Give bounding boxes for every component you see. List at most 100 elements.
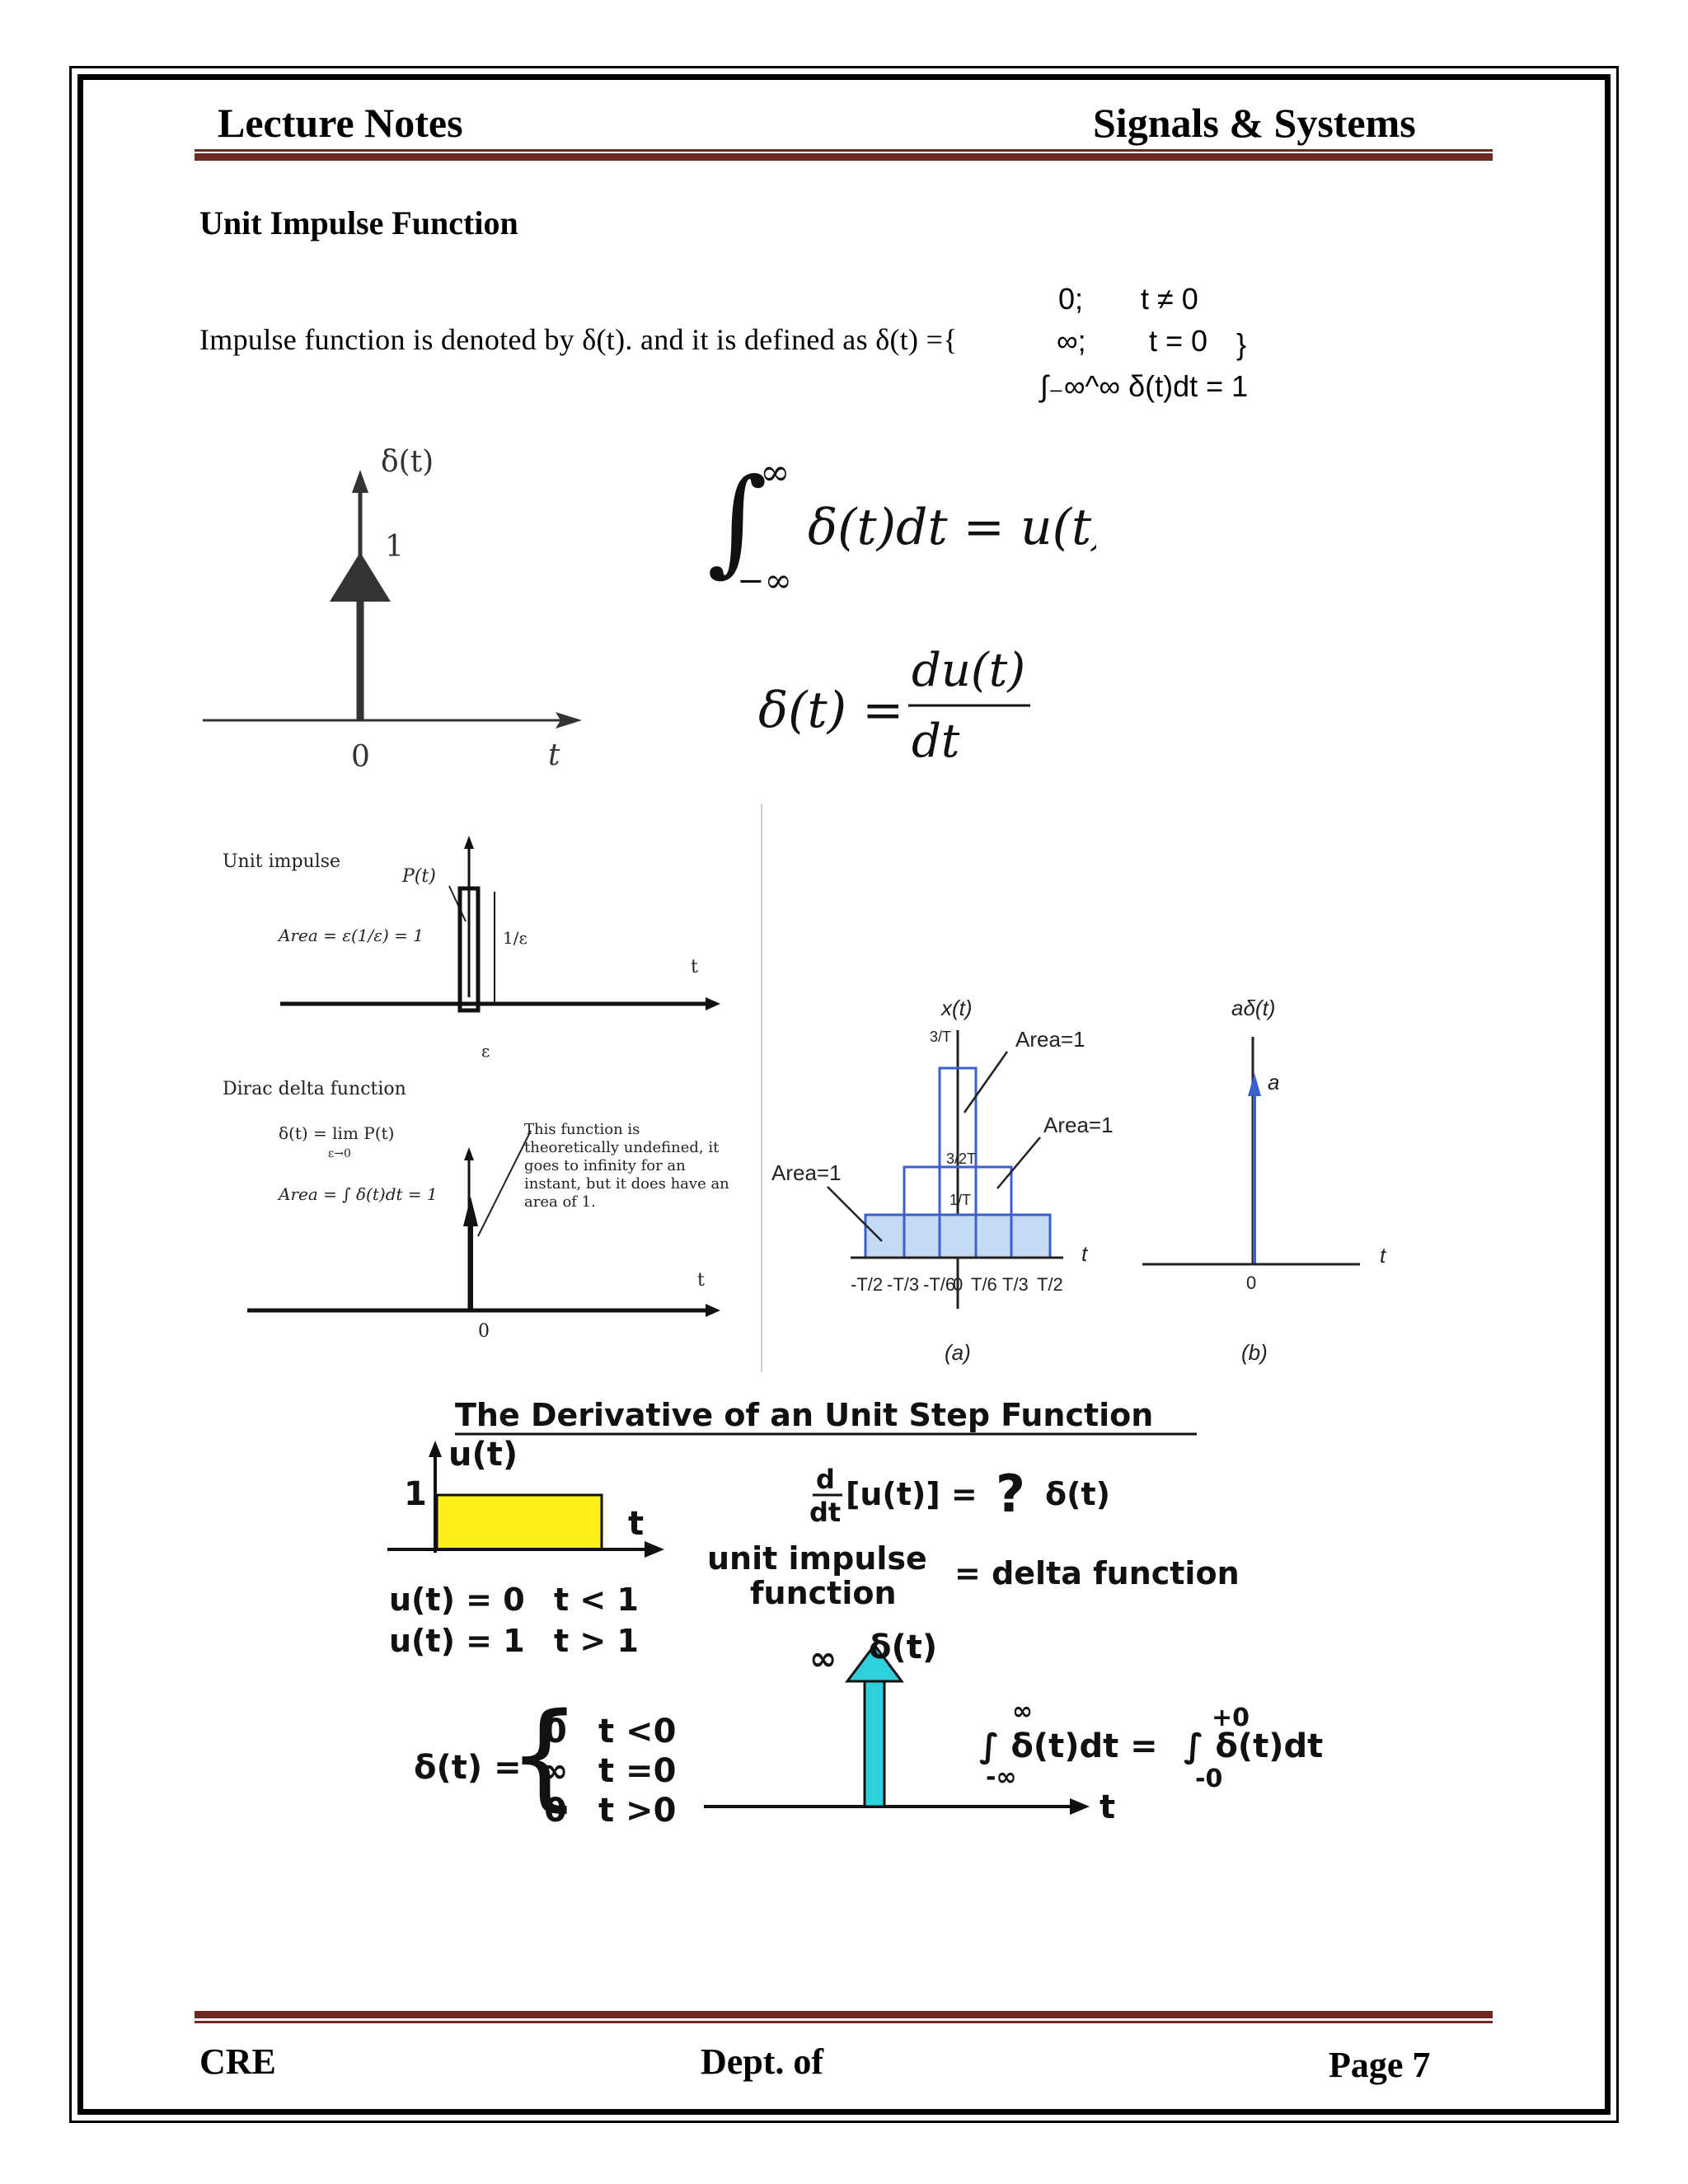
delta-arrow-head — [845, 1643, 904, 1683]
a-area-pointer-low — [827, 1186, 883, 1242]
deriv-question: ? — [996, 1464, 1025, 1524]
case-0-cond: t <0 — [598, 1713, 676, 1750]
footer-rule-thick — [195, 2011, 1493, 2018]
derivative-denominator: dt — [912, 715, 960, 768]
unit-impulse-label: unit impulse — [707, 1540, 927, 1577]
definition-case2-cond: t = 0 — [1149, 324, 1208, 358]
pulse-func-label: P(t) — [401, 866, 436, 887]
dirac-note-text: This function is theoretically undefined… — [524, 1121, 729, 1211]
delta-t-label: t — [1100, 1788, 1115, 1826]
pulse-rect — [457, 886, 481, 1013]
a-area-pointer-mid — [996, 1137, 1041, 1189]
definition-integral: ∫₋∞^∞ δ(t)dt = 1 — [1040, 369, 1249, 403]
b-origin: 0 — [1246, 1272, 1256, 1293]
step-u1: u(t) = 1 — [389, 1623, 525, 1659]
impulse-x-arrowhead — [556, 712, 582, 729]
a-tick-labels: -T/2 -T/3 -T/6 0 T/6 T/3 T/2 — [851, 1274, 1063, 1295]
step-x-arrowhead — [645, 1541, 664, 1558]
area-diagram: x(t) t Area=1 Area=1 Area=1 3/T 3/2T 1/T… — [771, 996, 1387, 1365]
definition-text: Impulse function is denoted by δ(t). and… — [199, 323, 958, 356]
integral-equation-right: ∫ δ(t)dt — [1184, 1727, 1323, 1765]
a-area-label-top: Area=1 — [1015, 1027, 1085, 1052]
a-tick: T/3 — [1002, 1274, 1029, 1295]
definition-close-brace: } — [1236, 327, 1247, 361]
pulse-title: Unit impulse — [223, 851, 340, 872]
dirac-definition: δ(t) = lim P(t) — [279, 1123, 394, 1143]
deriv-result: δ(t) — [1045, 1476, 1110, 1512]
a-rect-low — [864, 1213, 1052, 1259]
impulse-height-label: 1 — [385, 530, 404, 564]
step-one-label: 1 — [404, 1475, 427, 1513]
delta-arrow-shaft — [863, 1678, 886, 1808]
definition-case1-cond: t ≠ 0 — [1141, 282, 1198, 316]
integral-sign: ∫ — [707, 454, 767, 588]
footer-center: Dept. of — [701, 2041, 824, 2082]
page-border-inner — [77, 74, 1611, 2115]
delta-x-arrowhead — [1070, 1798, 1090, 1815]
footer-rule-thin — [195, 2021, 1493, 2023]
a-t-label: t — [1081, 1241, 1089, 1266]
a-low-label: 1/T — [950, 1192, 971, 1208]
integral-upper: ∞ — [760, 452, 790, 494]
page-border-outer — [69, 66, 1619, 2123]
integral-equation-left: ∫ δ(t)dt = — [979, 1727, 1158, 1765]
dirac-origin-label: 0 — [478, 1321, 490, 1342]
integral-formula: ∫ ∞ −∞ δ(t)dt = u(t) — [707, 452, 1096, 600]
a-tick: 0 — [953, 1274, 963, 1295]
pulse-width-label: ε — [481, 1041, 490, 1061]
pulse-diagram: Unit impulse P(t) Area = ε(1/ε) = 1 1/ε … — [223, 836, 729, 1342]
pulse-x-arrowhead — [706, 997, 720, 1010]
dirac-arrowhead — [463, 1197, 478, 1226]
a-caption: (a) — [945, 1340, 971, 1365]
b-y-label: aδ(t) — [1231, 996, 1275, 1020]
dirac-limit: ε→0 — [328, 1147, 351, 1160]
pulse-height-label: 1/ε — [503, 928, 528, 948]
deriv-d: d — [816, 1464, 835, 1495]
a-area-label-mid: Area=1 — [1043, 1113, 1114, 1137]
a-tick: T/2 — [1037, 1274, 1063, 1295]
integral-right-upper: +0 — [1212, 1704, 1250, 1732]
integral-right-lower: -0 — [1195, 1765, 1222, 1793]
definition-case2: ∞; — [1057, 324, 1086, 358]
a-tick: T/6 — [971, 1274, 997, 1295]
a-top-label: 3/T — [930, 1029, 951, 1045]
header-rule-thin — [195, 149, 1493, 152]
deriv-expr: [u(t)] = — [846, 1476, 978, 1512]
dirac-pointer — [477, 1130, 532, 1237]
step-fill — [435, 1493, 603, 1551]
a-tick: -T/2 — [851, 1274, 883, 1295]
impulse-origin-label: 0 — [351, 740, 370, 774]
impulse-diagram: δ(t) 1 0 t — [203, 445, 582, 774]
a-tick: -T/3 — [887, 1274, 919, 1295]
pulse-area: Area = ε(1/ε) = 1 — [277, 926, 424, 945]
header-right: Signals & Systems — [1093, 100, 1416, 146]
case-1-value: ∞ — [541, 1752, 568, 1790]
case-1-cond: t =0 — [598, 1752, 676, 1790]
b-caption: (b) — [1241, 1340, 1268, 1365]
a-y-label: x(t) — [940, 996, 973, 1020]
section-title: Unit Impulse Function — [199, 204, 518, 241]
derivative-step-diagram: The Derivative of an Unit Step Function … — [387, 1397, 1323, 1830]
b-amplitude: a — [1268, 1070, 1279, 1094]
integral-left-upper: ∞ — [1012, 1697, 1033, 1726]
derivative-formula: δ(t) = du(t) dt — [758, 644, 1030, 768]
figure-separator — [761, 804, 762, 1372]
header-rule-thick — [195, 153, 1493, 161]
case-2-value: 0 — [544, 1792, 567, 1830]
delta-lhs: δ(t) = — [414, 1749, 522, 1787]
definition-case1: 0; — [1058, 282, 1084, 316]
integral-left-lower: -∞ — [986, 1763, 1016, 1792]
delta-brace: { — [508, 1689, 581, 1823]
a-mid-label: 3/2T — [946, 1151, 976, 1167]
step-t-label: t — [628, 1505, 644, 1543]
dirac-x-arrowhead — [706, 1304, 720, 1317]
step-y-arrowhead — [429, 1441, 442, 1457]
pulse-pointer — [448, 885, 467, 922]
dirac-area: Area = ∫ δ(t)dt = 1 — [277, 1184, 438, 1204]
impulse-arrowhead — [330, 552, 391, 602]
integral-lower: −∞ — [737, 562, 792, 600]
a-area-label-low: Area=1 — [771, 1160, 842, 1185]
footer-page-number: Page 7 — [1329, 2045, 1431, 2085]
case-2-cond: t >0 — [598, 1792, 676, 1830]
derivative-numerator: du(t) — [912, 644, 1025, 697]
